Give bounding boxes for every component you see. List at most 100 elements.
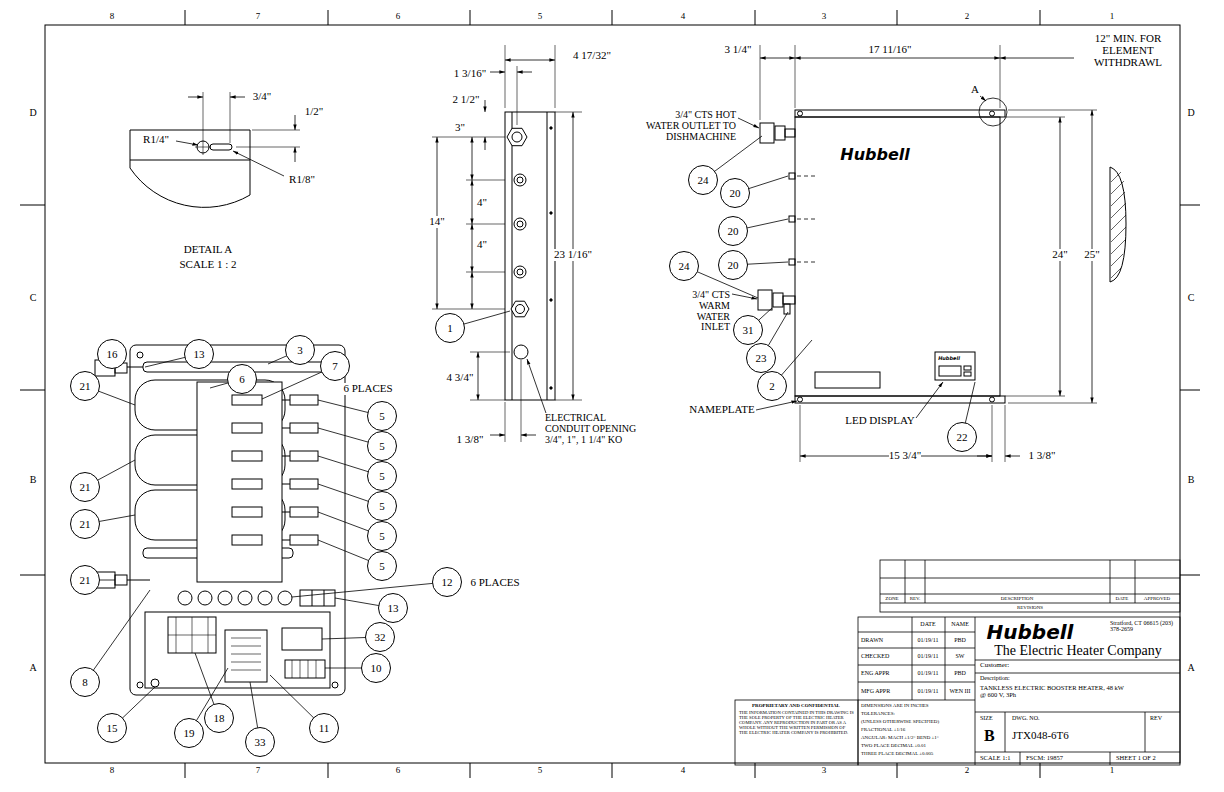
- label-box: APPROVED: [1144, 596, 1170, 601]
- callout-bubble: 23: [746, 343, 776, 373]
- callout-number: 12: [442, 577, 453, 588]
- drawing-label: 2 1/2": [453, 94, 480, 106]
- drawing-label: B: [1188, 475, 1195, 486]
- drawing-label: (UNLESS OTHERWISE SPECIFIED): [861, 719, 939, 724]
- callout-number: 13: [194, 349, 205, 360]
- drawing-label: FRACTIONAL ±1/16: [861, 727, 905, 732]
- label-box: The Electric Heater Company: [994, 643, 1162, 658]
- label-box: B: [1188, 475, 1195, 486]
- drawing-label: 3": [455, 122, 465, 134]
- callout-bubble: 21: [70, 371, 100, 401]
- internal-view: [85, 345, 447, 742]
- callout-bubble: 20: [720, 178, 750, 208]
- label-box: 3 1/4": [725, 44, 752, 56]
- label-box: Hubbell: [938, 356, 960, 361]
- drawing-label: 3/4": [253, 91, 272, 103]
- callout-bubble: 7: [320, 351, 350, 381]
- callout-number: 2: [769, 381, 775, 392]
- drawing-label: 3/4" CTS WARM WATER INLET: [668, 290, 730, 333]
- label-box: 4 3/4": [447, 372, 474, 384]
- label-box: Description:: [980, 675, 1010, 681]
- label-box: 23 1/16": [554, 249, 592, 261]
- label-box: NAMEPLATE: [689, 404, 754, 416]
- title-block: [735, 560, 1180, 765]
- drawing-label: 23 1/16": [554, 249, 592, 261]
- callout-number: 16: [107, 349, 118, 360]
- label-box: ENG APPR: [861, 670, 890, 676]
- label-box: DATE: [1116, 596, 1129, 601]
- callout-number: 32: [375, 632, 386, 643]
- callout-number: 8: [82, 677, 88, 688]
- label-box: REV.: [910, 596, 921, 601]
- label-box: ELECTRICAL CONDUIT OPENING 3/4", 1", 1 1…: [545, 413, 653, 445]
- label-box: SHEET 1 OF 2: [1116, 754, 1156, 761]
- label-box: PBD: [954, 670, 966, 676]
- drawing-label: REVISIONS: [1017, 605, 1043, 610]
- callout-bubble: 5: [367, 491, 397, 521]
- callout-bubble: 6: [227, 364, 257, 394]
- drawing-label: APPROVED: [1144, 596, 1170, 601]
- label-box: 17 11/16": [869, 44, 912, 56]
- drawing-label: SIZE: [980, 715, 993, 721]
- drawing-label: The Electric Heater Company: [994, 643, 1162, 658]
- label-box: FRACTIONAL ±1/16: [861, 727, 905, 732]
- callout-bubble: 24: [669, 251, 699, 281]
- label-box: CHECKED: [861, 653, 889, 659]
- drawing-label: Stratford, CT 06615 (203) 378-2659: [1110, 620, 1178, 633]
- label-box: DESCRIPTION: [1001, 596, 1034, 601]
- callout-number: 3: [297, 345, 303, 356]
- drawing-label: 1: [1110, 12, 1115, 22]
- callout-number: 24: [698, 175, 709, 186]
- callout-number: 13: [388, 603, 399, 614]
- label-box: REVISIONS: [1017, 605, 1043, 610]
- drawing-label: JTX048-6T6: [1012, 730, 1069, 742]
- label-box: 15 3/4": [889, 450, 921, 462]
- label-box: Customer:: [980, 662, 1009, 670]
- drawing-label: SW: [956, 653, 965, 659]
- callout-bubble: 20: [718, 250, 748, 280]
- label-box: 1/2": [305, 106, 324, 118]
- label-box: SCALE 1 : 2: [179, 259, 236, 271]
- label-box: SIZE: [980, 715, 993, 721]
- label-box: 01/19/11: [917, 653, 938, 659]
- label-box: ZONE: [885, 596, 898, 601]
- drawing-label: TWO PLACE DECIMAL ±0.01: [861, 743, 926, 748]
- drawing-label: DETAIL A: [184, 244, 233, 256]
- drawing-label: Description:: [980, 675, 1010, 681]
- label-box: 4: [681, 12, 686, 22]
- callout-number: 21: [80, 519, 91, 530]
- drawing-label: REV.: [910, 596, 921, 601]
- callout-number: 23: [756, 353, 767, 364]
- drawing-label: ANGULAR: MACH ±1/2° BEND ±1°: [861, 735, 939, 740]
- callout-number: 6: [239, 374, 245, 385]
- drawing-label: 8: [110, 766, 115, 776]
- label-box: THREE PLACE DECIMAL ±0.005: [861, 751, 933, 756]
- label-box: NAME: [951, 621, 969, 627]
- label-box: 01/19/11: [917, 637, 938, 643]
- drawing-label: TOLERANCES:: [861, 711, 895, 716]
- drawing-label: 3: [822, 766, 827, 776]
- drawing-frame: [20, 10, 1200, 778]
- label-box: TWO PLACE DECIMAL ±0.01: [861, 743, 926, 748]
- drawing-label: DESCRIPTION: [1001, 596, 1034, 601]
- label-box: 1: [1110, 766, 1115, 776]
- drawing-label: FSCM: 19857: [1026, 754, 1063, 761]
- callout-bubble: 12: [432, 567, 462, 597]
- detail-a-view: [130, 92, 300, 207]
- drawing-label: 3/4" CTS HOT WATER OUTLET TO DISHMACHINE: [646, 110, 736, 142]
- drawing-label: 6 PLACES: [470, 577, 519, 589]
- label-box: 6: [396, 12, 401, 22]
- drawing-label: DWG. NO.: [1012, 715, 1040, 721]
- label-box: ANGULAR: MACH ±1/2° BEND ±1°: [861, 735, 939, 740]
- callout-bubble: 21: [70, 472, 100, 502]
- callout-number: 21: [80, 575, 91, 586]
- drawing-label: 01/19/11: [917, 637, 938, 643]
- label-box: 1 3/8": [457, 434, 484, 446]
- label-box: Stratford, CT 06615 (203) 378-2659: [1110, 620, 1178, 633]
- drawing-label: 7: [256, 12, 261, 22]
- drawing-label: LED DISPLAY: [845, 415, 915, 427]
- callout-number: 31: [743, 325, 754, 336]
- drawing-label: C: [1188, 293, 1195, 304]
- label-box: 6: [396, 766, 401, 776]
